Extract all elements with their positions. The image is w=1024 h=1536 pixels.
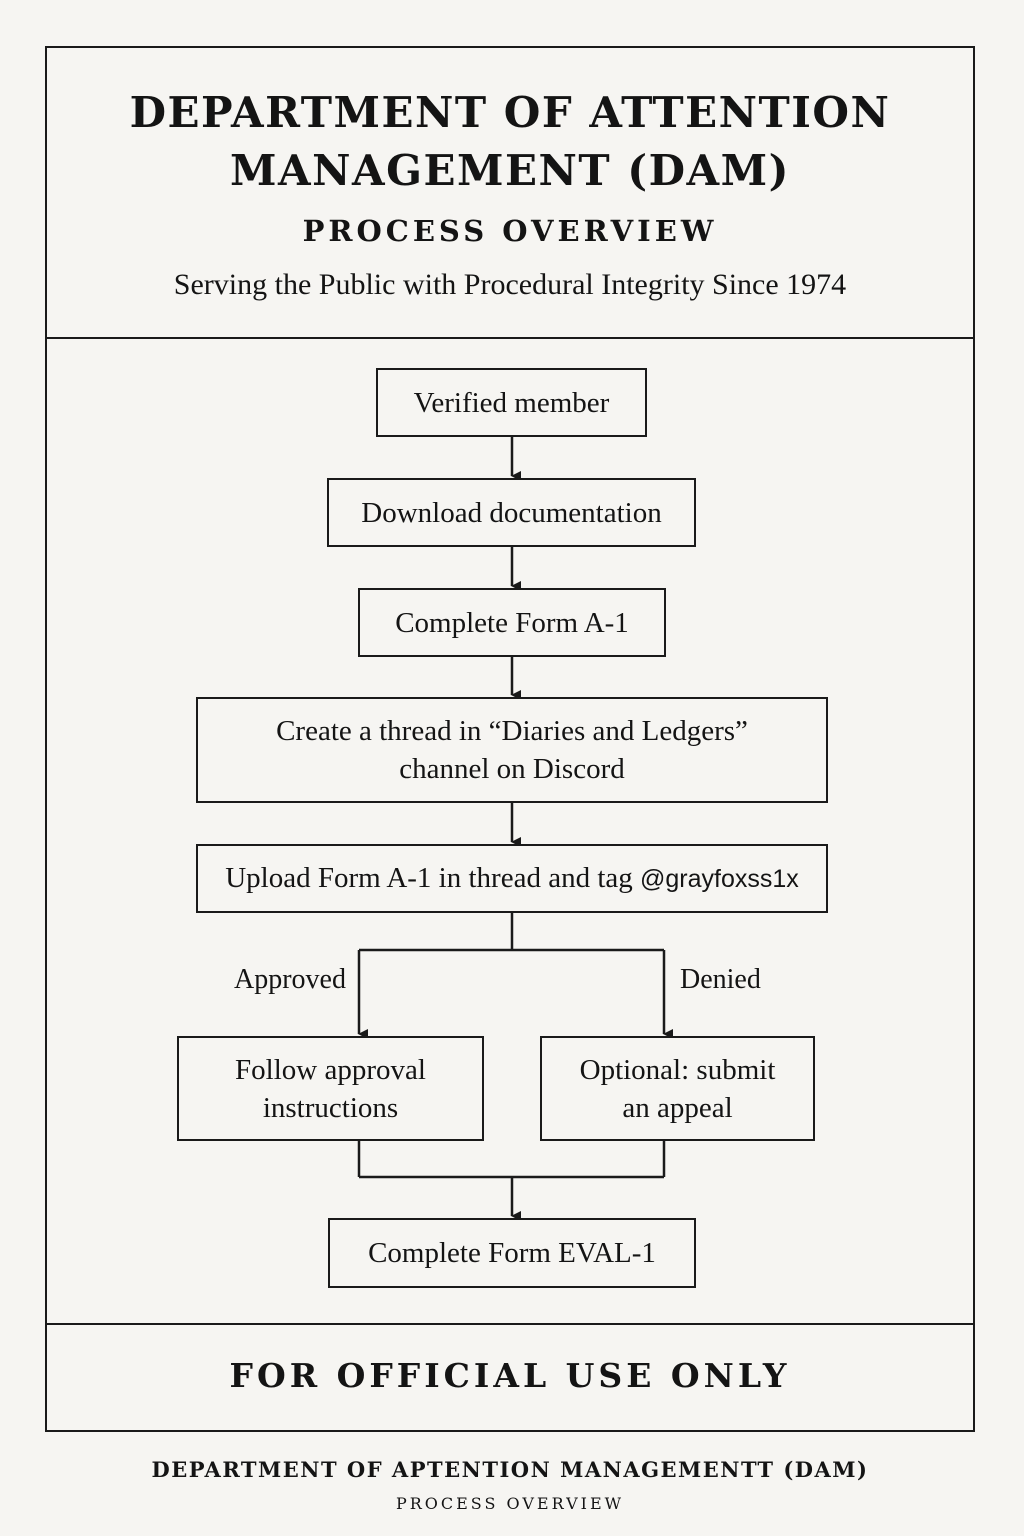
step-create-thread-line-2: channel on Discord xyxy=(399,753,625,785)
step-complete-form-eval1-label: Complete Form EVAL-1 xyxy=(368,1237,656,1269)
step-download-documentation-label: Download documentation xyxy=(361,496,662,529)
branch-label-approved: Approved xyxy=(234,964,346,995)
step-follow-approval-line-1: Follow approval xyxy=(235,1053,426,1086)
page-tagline: Serving the Public with Procedural Integ… xyxy=(173,268,847,301)
page-title-line-1: DEPARTMENT OF ATTENTION xyxy=(129,88,891,137)
step-complete-form-a1-label: Complete Form A-1 xyxy=(395,606,629,639)
step-verified-member-label: Verified member xyxy=(413,386,610,419)
footer-divider xyxy=(45,1323,975,1325)
step-upload-form-text: Upload Form A-1 in thread and tag xyxy=(225,862,640,894)
caption-subtitle: PROCESS OVERVIEW xyxy=(395,1494,625,1513)
document-frame xyxy=(45,46,975,1432)
step-upload-form-label: Upload Form A-1 in thread and tag @grayf… xyxy=(225,859,799,898)
caption-title: DEPARTMENT OF APTENTION MANAGEMENTT (DAM… xyxy=(151,1457,869,1482)
step-follow-approval-line-2: instructions xyxy=(262,1091,399,1124)
page-title-line-2: MANAGEMENT (DAM) xyxy=(230,146,790,195)
step-upload-form: Upload Form A-1 in thread and tag @grayf… xyxy=(196,844,828,913)
step-complete-form-eval1: Complete Form EVAL-1 xyxy=(328,1218,696,1288)
step-complete-form-a1: Complete Form A-1 xyxy=(358,588,666,657)
page-subtitle: PROCESS OVERVIEW xyxy=(302,214,718,248)
step-download-documentation: Download documentation xyxy=(327,478,696,547)
step-submit-appeal-line-1: Optional: submit xyxy=(579,1053,776,1086)
step-verified-member: Verified member xyxy=(376,368,647,437)
official-use-notice: FOR OFFICIAL USE ONLY xyxy=(229,1356,791,1395)
step-follow-approval: Follow approval instructions xyxy=(177,1036,484,1141)
header-divider xyxy=(45,337,975,339)
step-submit-appeal: Optional: submit an appeal xyxy=(540,1036,815,1141)
discord-user-tag: @grayfoxss1x xyxy=(640,865,799,893)
page-title: DEPARTMENT OF ATTENTION MANAGEMENT (DAM) xyxy=(60,84,960,200)
step-submit-appeal-line-2: an appeal xyxy=(622,1091,733,1124)
step-create-thread: Create a thread in “Diaries and Ledgers”… xyxy=(196,697,828,803)
branch-label-denied: Denied xyxy=(680,964,761,995)
step-create-thread-line-1: Create a thread in “Diaries and Ledgers” xyxy=(276,715,748,747)
